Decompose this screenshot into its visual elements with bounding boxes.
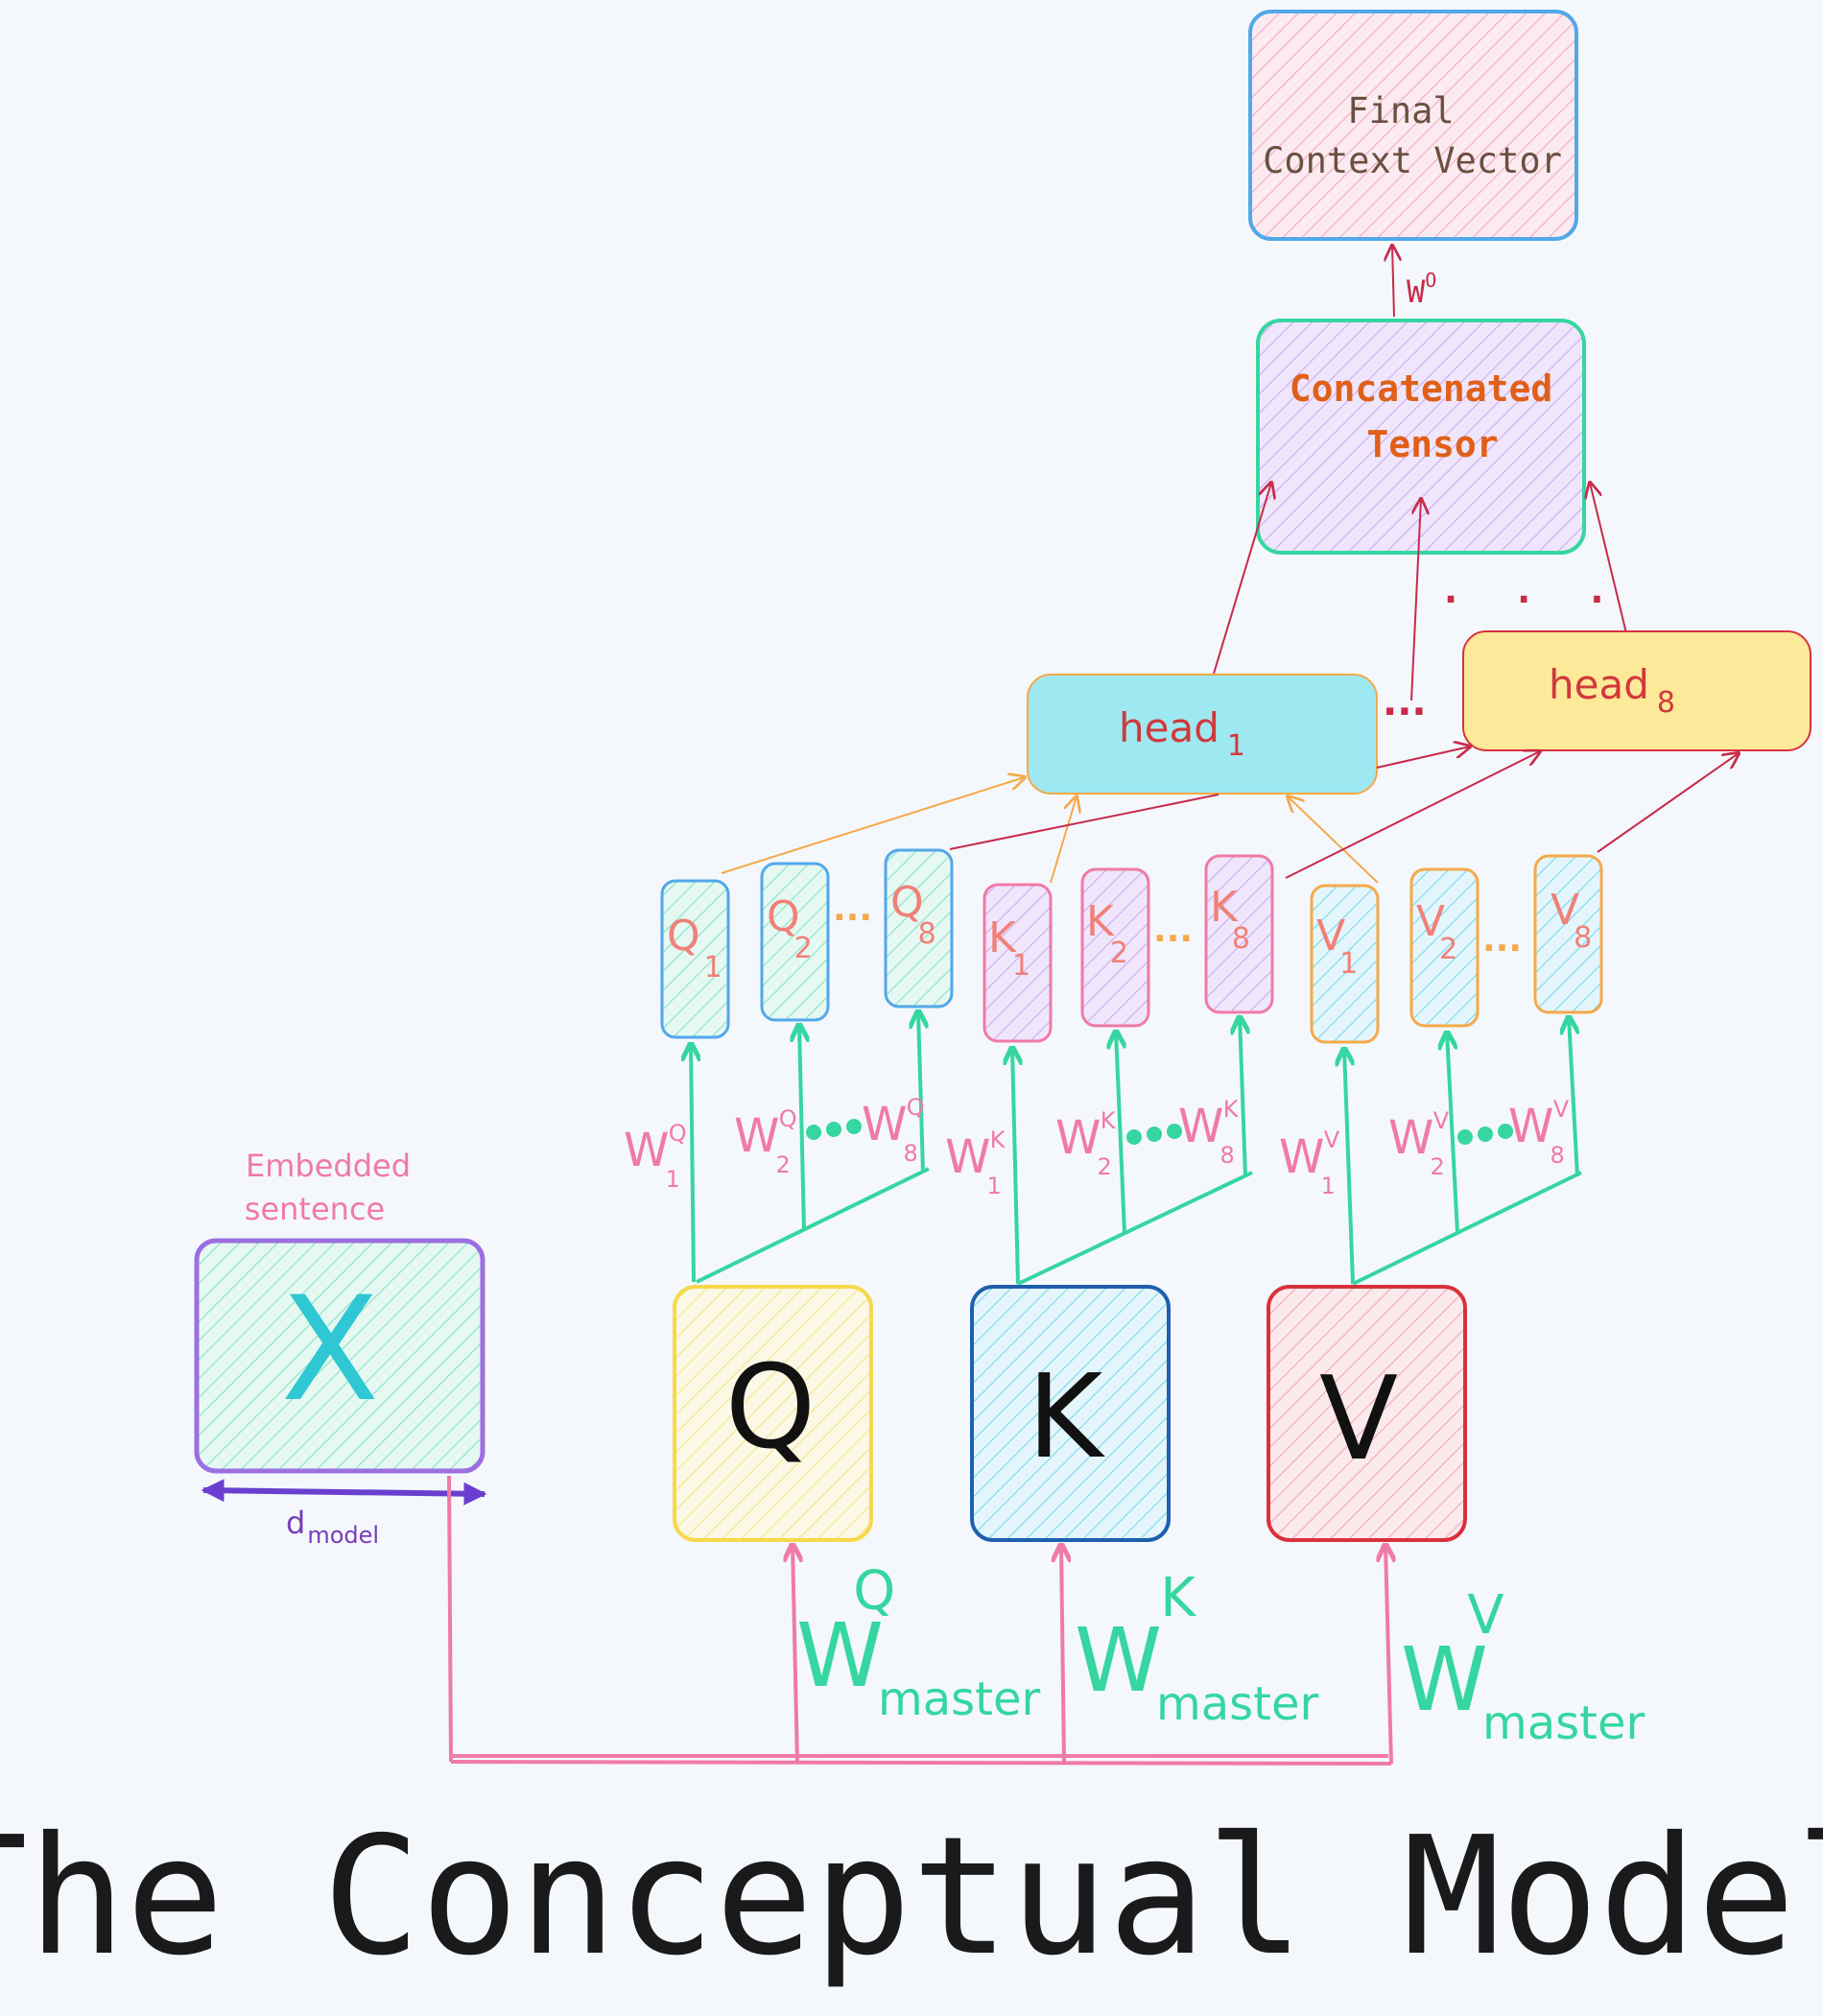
k-letter: K <box>1028 1351 1106 1484</box>
concat-label-line2: Tensor <box>1366 423 1498 465</box>
v-dots: ··· <box>1482 929 1522 968</box>
v1-box <box>1310 884 1380 1044</box>
final-label-line2: Context Vector <box>1263 140 1562 181</box>
embedded-label-line1: Embedded <box>246 1148 411 1184</box>
small-to-head-arrows <box>721 747 1739 884</box>
q-letter: Q <box>725 1341 816 1475</box>
wv-master-label: WmasterV <box>1401 1584 1645 1750</box>
k-matrix-box: K <box>970 1285 1171 1542</box>
q1-box <box>660 879 730 1039</box>
final-label-line1: Final <box>1347 90 1454 131</box>
k8-box <box>1204 854 1274 1014</box>
page-title: The Conceptual Model <box>0 1802 1823 1992</box>
projection-fanouts <box>691 1011 1582 1286</box>
wk-master-label: WmasterK <box>1075 1567 1319 1731</box>
x-input-box: X <box>194 1238 485 1474</box>
w-dots <box>806 1119 1513 1145</box>
v-letter: V <box>1319 1353 1398 1486</box>
wo-arrow <box>1392 246 1394 318</box>
dmodel-arrow <box>201 1479 487 1506</box>
v-matrix-box: V <box>1267 1285 1467 1542</box>
wo-label: WO <box>1407 269 1436 310</box>
concatenated-tensor-box: Concatenated Tensor <box>1256 319 1586 555</box>
input-lines <box>447 1475 1391 1766</box>
heads-ellipsis: ... <box>1383 680 1427 724</box>
mid-to-concat-arrow <box>1410 499 1421 701</box>
dmodel-label: dmodel <box>286 1505 379 1549</box>
q-dots: ··· <box>833 898 872 937</box>
head1-to-concat-arrow <box>1213 483 1271 675</box>
q-matrix-box: Q <box>673 1285 873 1542</box>
v2-box <box>1409 867 1480 1028</box>
k-dots: ··· <box>1153 919 1193 959</box>
k2-box <box>1080 867 1150 1028</box>
wq-master-label: WmasterQ <box>796 1560 1041 1726</box>
x-letter: X <box>281 1267 380 1434</box>
embedded-label-line2: sentence <box>245 1191 385 1227</box>
k1-box <box>983 883 1053 1043</box>
v8-box <box>1533 854 1603 1014</box>
q2-box <box>760 862 830 1022</box>
final-context-vector-box: Final Context Vector <box>1248 10 1578 241</box>
q8-box <box>884 848 954 1008</box>
top-ellipsis: . . . <box>1439 568 1622 612</box>
head8-to-concat-arrow <box>1590 483 1627 634</box>
concat-label-line1: Concatenated <box>1290 368 1553 410</box>
q1-label: Q1 <box>667 912 722 984</box>
